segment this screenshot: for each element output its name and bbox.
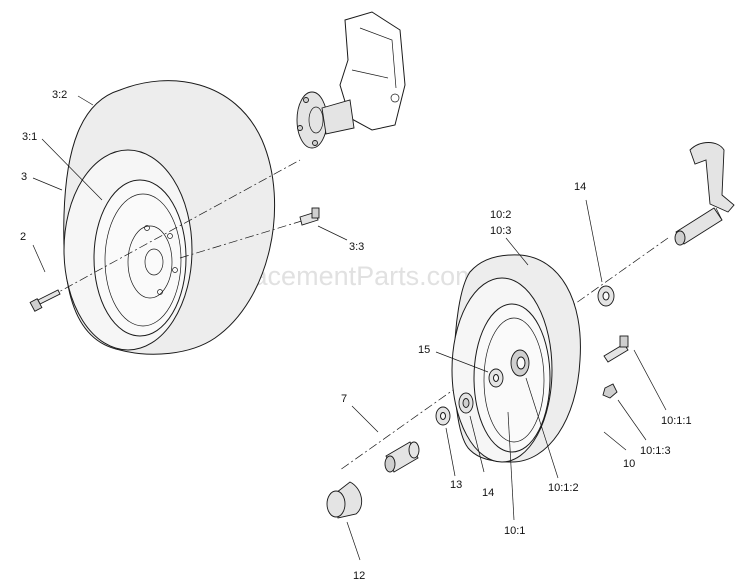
caster-fork — [674, 142, 735, 246]
leader-10-3 — [505, 237, 529, 266]
callout-3: 3 — [21, 171, 27, 183]
leader-3-2 — [77, 95, 94, 106]
left-lug-hole — [172, 267, 178, 273]
axle-spindle — [321, 99, 355, 135]
left-lug-hole — [144, 225, 150, 231]
caster-rim — [473, 303, 551, 453]
leader-13 — [445, 427, 456, 477]
callout-10-1-1: 10:1:1 — [661, 415, 692, 427]
frame-bracket-detail — [351, 27, 397, 89]
frame-bracket — [339, 11, 406, 131]
callout-12: 12 — [353, 570, 365, 582]
left-rim-inner — [104, 193, 182, 327]
callout-10-1-3: 10:1:3 — [640, 445, 671, 457]
washer-13 — [435, 406, 451, 426]
left-lug-hole — [167, 233, 173, 239]
callout-10-1: 10:1 — [504, 525, 525, 537]
callout-15: 15 — [418, 344, 430, 356]
callout-10-2: 10:2 — [490, 209, 511, 221]
caster-wheel — [451, 254, 581, 463]
leader-12 — [346, 521, 361, 561]
hub-stud — [303, 97, 309, 103]
bushing — [384, 441, 420, 473]
hub-flange — [296, 91, 328, 149]
callout-3-2: 3:2 — [52, 89, 67, 101]
left-hub — [127, 225, 173, 299]
leader-2 — [32, 244, 46, 273]
leader-3 — [32, 177, 63, 191]
hub-stud — [297, 125, 303, 131]
hub-center — [308, 106, 324, 134]
washer-14 — [458, 392, 474, 414]
left-hub-bore — [144, 248, 164, 276]
callout-10-3: 10:3 — [490, 225, 511, 237]
callout-2: 2 — [20, 231, 26, 243]
hub-stud — [312, 140, 318, 146]
callout-3-1: 3:1 — [22, 131, 37, 143]
caster-nut — [602, 383, 618, 399]
left-axle-hub — [296, 11, 406, 149]
callout-10: 10 — [623, 458, 635, 470]
left-wheel-assembly — [63, 80, 276, 355]
leader-10-1-3 — [617, 399, 647, 441]
spacer — [488, 368, 504, 388]
callout-14-top: 14 — [574, 181, 586, 193]
frame-bolt — [390, 93, 400, 103]
leader-10-1-2 — [525, 377, 559, 479]
callout-13: 13 — [450, 479, 462, 491]
caster-fork-arm — [689, 142, 735, 213]
leader-10 — [603, 431, 627, 451]
callout-7: 7 — [341, 393, 347, 405]
leader-7 — [351, 405, 379, 433]
callout-3-3: 3:3 — [349, 241, 364, 253]
leader-14-bottom — [469, 415, 485, 473]
left-centerline — [34, 159, 301, 306]
valve-stem — [299, 207, 320, 226]
caster-bolt — [603, 335, 629, 363]
washer-top — [597, 285, 615, 307]
leader-10-1 — [507, 411, 515, 521]
left-wheel-rim — [93, 179, 187, 337]
left-bolt-centerline — [179, 219, 306, 259]
left-wheel-bolt — [29, 289, 61, 312]
leader-15 — [435, 351, 489, 373]
hub-cap — [326, 481, 363, 519]
callout-10-1-2: 10:1:2 — [548, 482, 579, 494]
leader-10-1-1 — [633, 349, 667, 411]
leader-3-3 — [317, 225, 348, 241]
leader-14-top — [585, 199, 603, 283]
caster-rim-inner — [483, 317, 545, 443]
left-lug-hole — [157, 289, 163, 295]
leader-3-1 — [41, 138, 103, 201]
callout-14-bottom: 14 — [482, 487, 494, 499]
